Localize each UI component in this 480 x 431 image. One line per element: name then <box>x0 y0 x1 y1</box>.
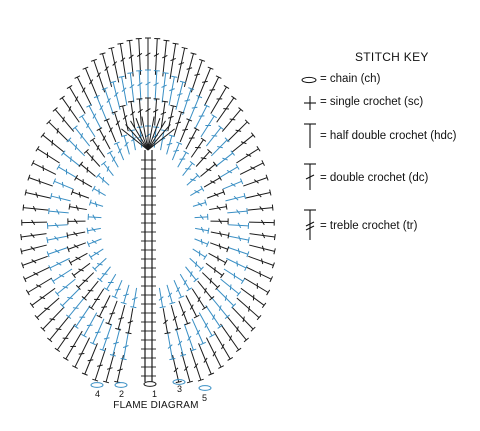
key-item-double-crochet: = double crochet (dc) <box>298 162 478 202</box>
key-item-half-double-crochet: = half double crochet (hdc) <box>298 122 478 162</box>
key-item-single-crochet: = single crochet (sc) <box>298 94 478 134</box>
row-number-1: 1 <box>152 389 158 399</box>
key-label-chain: = chain (ch) <box>320 73 381 85</box>
stitch-row-4 <box>86 125 210 309</box>
row-number-4: 4 <box>95 389 101 399</box>
key-label-half-double-crochet: = half double crochet (hdc) <box>320 130 457 142</box>
row-number-3: 3 <box>177 384 183 394</box>
single-crochet-icon <box>304 96 316 110</box>
chain-loop <box>143 381 157 387</box>
flame-diagram <box>20 37 276 391</box>
half-double-crochet-icon <box>304 123 316 148</box>
chain-loop <box>172 379 186 385</box>
stitch-row-2 <box>46 69 250 361</box>
key-item-treble-crochet: = treble crochet (tr) <box>298 208 478 248</box>
key-item-chain: = chain (ch) <box>298 72 478 112</box>
chain-icon <box>301 76 317 84</box>
diagram-caption: FLAME DIAGRAM <box>113 400 199 411</box>
stitch-key-title: STITCH KEY <box>355 50 429 64</box>
spine-single-crochets <box>141 159 156 377</box>
treble-crochet-icon <box>304 209 316 240</box>
double-crochet-icon <box>304 163 316 190</box>
top-fan-stitches <box>121 116 175 151</box>
chain-loop <box>198 385 212 391</box>
chain-loop <box>90 382 104 388</box>
row-number-2: 2 <box>119 389 125 399</box>
key-label-treble-crochet: = treble crochet (tr) <box>320 220 418 232</box>
stitch-row-1 <box>20 37 276 384</box>
bottom-chain-loops <box>90 379 212 391</box>
stitch-rows <box>20 37 276 384</box>
chain-loop <box>114 382 128 388</box>
row-number-5: 5 <box>202 393 208 403</box>
key-label-double-crochet: = double crochet (dc) <box>320 172 429 184</box>
center-chain-spine <box>144 150 153 382</box>
key-label-single-crochet: = single crochet (sc) <box>320 96 424 108</box>
